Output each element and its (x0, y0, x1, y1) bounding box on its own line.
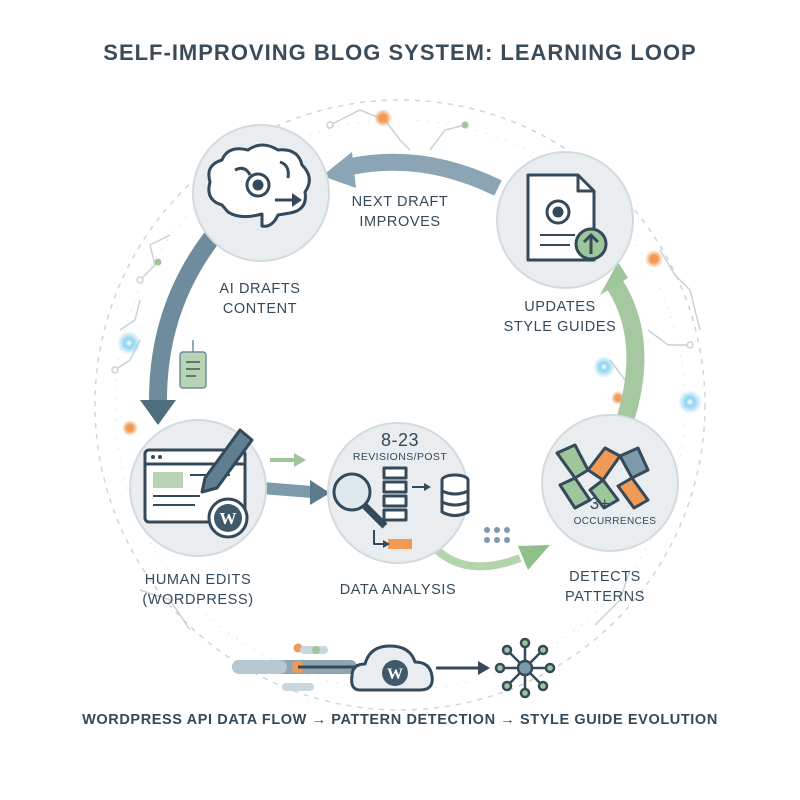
brain-gear-icon (207, 143, 311, 228)
glow-dots (117, 109, 702, 653)
node-patterns (541, 414, 679, 552)
node-human-edits: W (129, 419, 267, 557)
label-style-guides-line2: STYLE GUIDES (503, 319, 617, 335)
node-ai-drafts (192, 124, 330, 262)
stat-revisions-unit: REVISIONS/POST (352, 451, 448, 463)
label-data-analysis: DATA ANALYSIS (339, 582, 457, 598)
label-patterns-line2: PATTERNS (565, 589, 645, 605)
document-tag-icon (179, 340, 207, 389)
label-human-edits-line2: (WORDPRESS) (142, 592, 254, 608)
stat-revisions-value: 8-23 (380, 430, 420, 450)
diagram-title: SELF-IMPROVING BLOG SYSTEM: LEARNING LOO… (103, 40, 697, 65)
node-data-analysis (327, 422, 470, 564)
footer-caption: WORDPRESS API DATA FLOW → PATTERN DETECT… (82, 712, 718, 728)
document-gear-upload-icon (526, 173, 608, 262)
label-patterns: DETECTS PATTERNS (540, 567, 670, 607)
left-arrow (140, 219, 229, 425)
label-style-guides-line1: UPDATES (524, 299, 596, 315)
svg-text:W: W (220, 509, 237, 528)
magnifier-database-icon (332, 466, 470, 549)
top-arrow (322, 152, 502, 196)
dot-grid-icon (484, 527, 510, 543)
stat-occurrences-unit: OCCURRENCES (573, 516, 657, 527)
bottom-data-flow: W (232, 637, 556, 699)
browser-pen-wordpress-icon: W (143, 428, 254, 539)
label-patterns-line1: DETECTS (569, 569, 641, 585)
chain-pattern-icon (555, 443, 650, 510)
stat-occurrences-value: 3+ (589, 494, 611, 513)
label-next-draft-line2: IMPROVES (359, 214, 441, 230)
label-ai-drafts-line2: CONTENT (222, 301, 298, 317)
label-style-guides: UPDATES STYLE GUIDES (485, 297, 635, 337)
cloud-wordpress-icon: W (350, 644, 434, 692)
network-hub-icon (494, 637, 556, 699)
right-arrow (600, 262, 645, 423)
label-human-edits: HUMAN EDITS (WORDPRESS) (123, 570, 273, 610)
label-ai-drafts: AI DRAFTS CONTENT (200, 279, 320, 319)
label-next-draft-line1: NEXT DRAFT (351, 194, 449, 210)
label-human-edits-line1: HUMAN EDITS (144, 572, 252, 588)
human-to-analysis-arrow (261, 453, 330, 505)
label-next-draft: NEXT DRAFT IMPROVES (340, 192, 460, 232)
node-style-guides (496, 151, 634, 289)
label-ai-drafts-line1: AI DRAFTS (219, 281, 301, 297)
svg-text:W: W (387, 666, 403, 683)
